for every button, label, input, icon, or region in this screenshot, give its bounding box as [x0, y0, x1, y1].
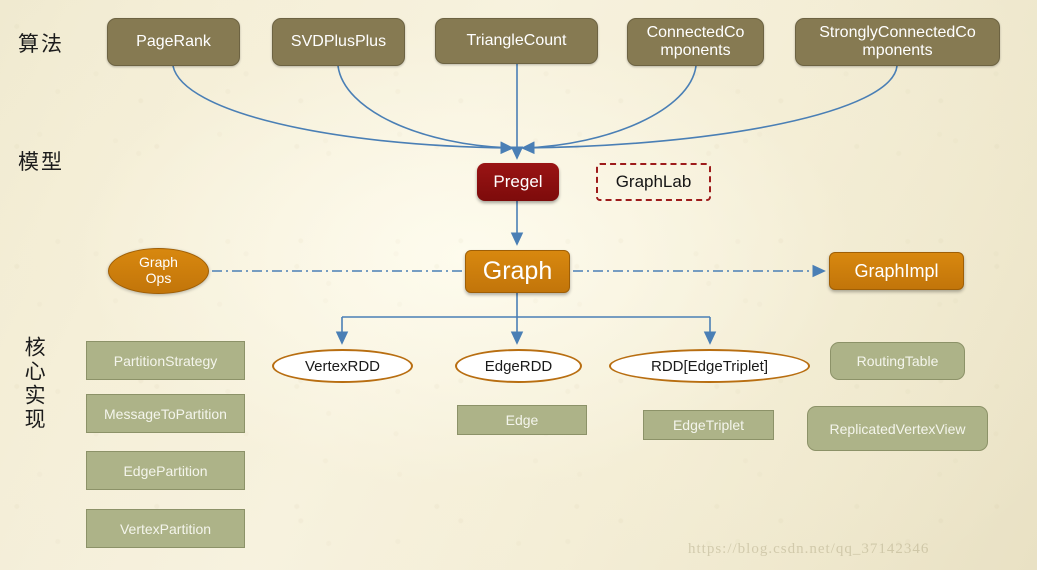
node-graph-ops[interactable]: Graph Ops — [108, 248, 209, 294]
node-pregel[interactable]: Pregel — [477, 163, 559, 201]
node-label: GraphLab — [615, 172, 692, 191]
node-graphlab[interactable]: GraphLab — [596, 163, 711, 201]
node-label: ReplicatedVertexView — [829, 420, 966, 437]
node-label: StronglyConnectedCo mponents — [819, 24, 976, 59]
node-rdd-edgetriplet[interactable]: RDD[EdgeTriplet] — [609, 349, 810, 383]
node-graph-impl[interactable]: GraphImpl — [829, 252, 964, 290]
node-label: ConnectedCo mponents — [646, 24, 745, 59]
node-label: TriangleCount — [466, 32, 567, 50]
node-trianglecount[interactable]: TriangleCount — [435, 18, 598, 64]
node-label: Graph — [482, 257, 553, 285]
node-label: EdgeTriplet — [672, 417, 745, 433]
node-label: Graph Ops — [139, 254, 178, 286]
node-vertexrdd[interactable]: VertexRDD — [272, 349, 413, 383]
node-messagetopartition[interactable]: MessageToPartition — [86, 394, 245, 433]
node-label: MessageToPartition — [104, 405, 227, 422]
node-label: Pregel — [493, 172, 543, 191]
row-label-algorithms: 算法 — [18, 32, 64, 56]
node-replicatedvertexview[interactable]: ReplicatedVertexView — [807, 406, 988, 451]
node-label: SVDPlusPlus — [290, 33, 387, 51]
node-label: PageRank — [136, 33, 211, 51]
node-edgetriplet[interactable]: EdgeTriplet — [643, 410, 774, 440]
node-svdplusplus[interactable]: SVDPlusPlus — [272, 18, 405, 66]
node-graph[interactable]: Graph — [465, 250, 570, 293]
node-connectedcomponents[interactable]: ConnectedCo mponents — [627, 18, 764, 66]
row-label-core: 核心实现 — [22, 336, 47, 432]
node-edgepartition[interactable]: EdgePartition — [86, 451, 245, 490]
node-label: VertexRDD — [304, 357, 381, 375]
node-routingtable[interactable]: RoutingTable — [830, 342, 965, 380]
node-edgerdd[interactable]: EdgeRDD — [455, 349, 582, 383]
node-label: GraphImpl — [854, 260, 939, 281]
node-stronglyconnectedcomponents[interactable]: StronglyConnectedCo mponents — [795, 18, 1000, 66]
node-partitionstrategy[interactable]: PartitionStrategy — [86, 341, 245, 380]
node-pagerank[interactable]: PageRank — [107, 18, 240, 66]
node-edge[interactable]: Edge — [457, 405, 587, 435]
node-label: VertexPartition — [119, 520, 212, 537]
node-label: RDD[EdgeTriplet] — [651, 357, 768, 375]
node-label: Edge — [505, 412, 539, 428]
node-vertexpartition[interactable]: VertexPartition — [86, 509, 245, 548]
node-label: PartitionStrategy — [113, 352, 218, 369]
node-label: EdgePartition — [123, 462, 208, 479]
row-label-model: 模型 — [18, 150, 64, 174]
node-label: EdgeRDD — [484, 357, 553, 375]
watermark: https://blog.csdn.net/qq_37142346 — [688, 541, 930, 557]
node-label: RoutingTable — [856, 353, 939, 369]
